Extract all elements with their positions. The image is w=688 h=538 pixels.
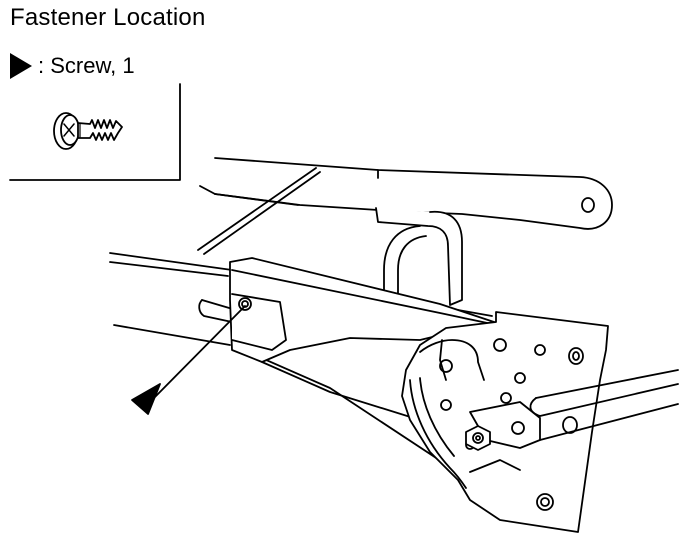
screw-callout-box [9, 83, 181, 181]
legend-label: : Screw, 1 [38, 53, 135, 78]
screw-icon [53, 112, 123, 150]
diagram-title: Fastener Location [10, 4, 206, 31]
screw-location-pointer [131, 305, 246, 415]
frame-tube-bend [375, 207, 463, 306]
triangle-marker-icon [8, 52, 34, 80]
fastener-legend: : Screw, 1 [8, 52, 135, 80]
nut-icon [465, 425, 491, 451]
support-rod [197, 167, 321, 255]
mounting-bracket [229, 257, 495, 446]
